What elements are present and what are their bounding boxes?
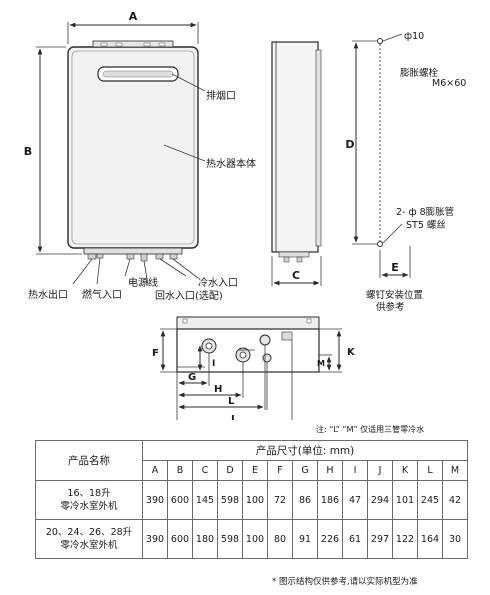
value-cell: 91 <box>292 519 318 559</box>
product-size: 20、24、26、28升 <box>45 527 133 538</box>
dim-label-i: I <box>212 359 215 369</box>
product-name-header: 产品名称 <box>35 440 143 481</box>
label-screw-position: 螺钉安装位置 <box>366 289 423 301</box>
size-header: 产品尺寸(单位: mm) <box>142 440 468 461</box>
value-cell: 164 <box>417 519 443 559</box>
dim-label-k: K <box>347 347 356 358</box>
return-inlet <box>259 334 271 346</box>
table-row: 20、24、26、28升 零冷水室外机 390 600 180 598 100 … <box>35 519 468 559</box>
bottom-view: F K M I G H L J <box>152 316 356 420</box>
value-cell: 226 <box>317 519 343 559</box>
value-cell: 86 <box>292 480 318 520</box>
value-cell: 297 <box>367 519 393 559</box>
value-cell: 245 <box>417 480 443 520</box>
dim-label-a: A <box>129 10 138 23</box>
label-bolt-size: M6×60 <box>432 78 466 89</box>
label-expansion-bolt: 膨胀螺栓 <box>400 67 439 79</box>
column-header: C <box>192 460 218 481</box>
bottom-pipe-fittings <box>83 247 183 262</box>
label-gas-in: 燃气入口 <box>82 288 122 301</box>
label-exhaust: 排烟口 <box>206 89 236 102</box>
product-name-cell: 16、18升 零冷水室外机 <box>35 480 143 520</box>
column-header: J <box>367 460 393 481</box>
value-cell: 100 <box>242 519 268 559</box>
dim-label-f: F <box>152 348 159 359</box>
value-cell: 390 <box>142 480 168 520</box>
value-cell: 80 <box>267 519 293 559</box>
product-name-cell: 20、24、26、28升 零冷水室外机 <box>35 519 143 559</box>
label-st5-screw: ST5 螺丝 <box>406 219 446 231</box>
column-header: D <box>217 460 243 481</box>
column-header: I <box>342 460 368 481</box>
column-header: E <box>242 460 268 481</box>
footnote: * 图示结构仅供参考,请以实际机型为准 <box>272 577 418 587</box>
cold-water-inlet <box>262 353 272 363</box>
side-view: C <box>271 41 322 286</box>
dim-label-e: E <box>391 261 399 274</box>
value-cell: 180 <box>192 519 218 559</box>
column-header: A <box>142 460 168 481</box>
product-size: 16、18升 <box>67 488 111 499</box>
value-cell: 61 <box>342 519 368 559</box>
dimension-table: 产品名称 产品尺寸(单位: mm) A B C D E F G H I J K … <box>35 440 468 559</box>
dim-label-c: C <box>292 269 300 282</box>
note-l-m-only: 注: “L” “M” 仅适用三管零冷水 <box>316 425 425 434</box>
value-cell: 598 <box>217 519 243 559</box>
dim-label-b: B <box>24 145 32 158</box>
value-cell: 600 <box>167 480 193 520</box>
value-cell: 42 <box>442 480 468 520</box>
value-cell: 598 <box>217 480 243 520</box>
value-cell: 390 <box>142 519 168 559</box>
value-cell: 600 <box>167 519 193 559</box>
value-cell: 186 <box>317 480 343 520</box>
column-header: G <box>292 460 318 481</box>
dim-label-j: J <box>230 414 235 420</box>
mounting-holes-view: D ф10 膨胀螺栓 M6×60 2- ф 8膨胀管 ST5 螺丝 E 螺钉安装… <box>345 31 466 313</box>
value-cell: 122 <box>392 519 418 559</box>
column-header: L <box>417 460 443 481</box>
label-for-reference: 供参考 <box>376 301 405 313</box>
column-header: B <box>167 460 193 481</box>
value-cell: 47 <box>342 480 368 520</box>
value-cell: 30 <box>442 519 468 559</box>
value-cell: 100 <box>242 480 268 520</box>
front-view: A B 排烟口 热水器本体 热水出口 燃气入口 电源线 回水入口(选配) 冷水入… <box>24 10 256 302</box>
column-header: F <box>267 460 293 481</box>
product-type: 零冷水室外机 <box>60 540 118 551</box>
dim-label-h: H <box>214 384 222 395</box>
label-return-in: 回水入口(选配) <box>155 289 223 302</box>
column-header: H <box>317 460 343 481</box>
value-cell: 72 <box>267 480 293 520</box>
value-cell: 294 <box>367 480 393 520</box>
label-hot-water-out: 热水出口 <box>28 288 68 301</box>
label-expansion-tube: 2- ф 8膨胀管 <box>396 206 454 218</box>
label-bolt-dia: ф10 <box>404 31 424 42</box>
dimension-drawing: A B 排烟口 热水器本体 热水出口 燃气入口 电源线 回水入口(选配) 冷水入… <box>24 10 466 420</box>
dim-label-g: G <box>188 372 196 383</box>
value-cell: 101 <box>392 480 418 520</box>
label-power-cord: 电源线 <box>128 276 158 289</box>
value-cell: 145 <box>192 480 218 520</box>
dim-label-l: L <box>228 396 235 407</box>
column-header: K <box>392 460 418 481</box>
label-unit-body: 热水器本体 <box>206 157 256 170</box>
label-cold-water-in: 冷水入口 <box>198 276 238 289</box>
table-row: 16、18升 零冷水室外机 390 600 145 598 100 72 86 … <box>35 480 468 520</box>
dim-label-d: D <box>345 138 354 151</box>
product-type: 零冷水室外机 <box>60 501 118 512</box>
dim-label-m: M <box>317 359 325 368</box>
column-header: M <box>442 460 468 481</box>
